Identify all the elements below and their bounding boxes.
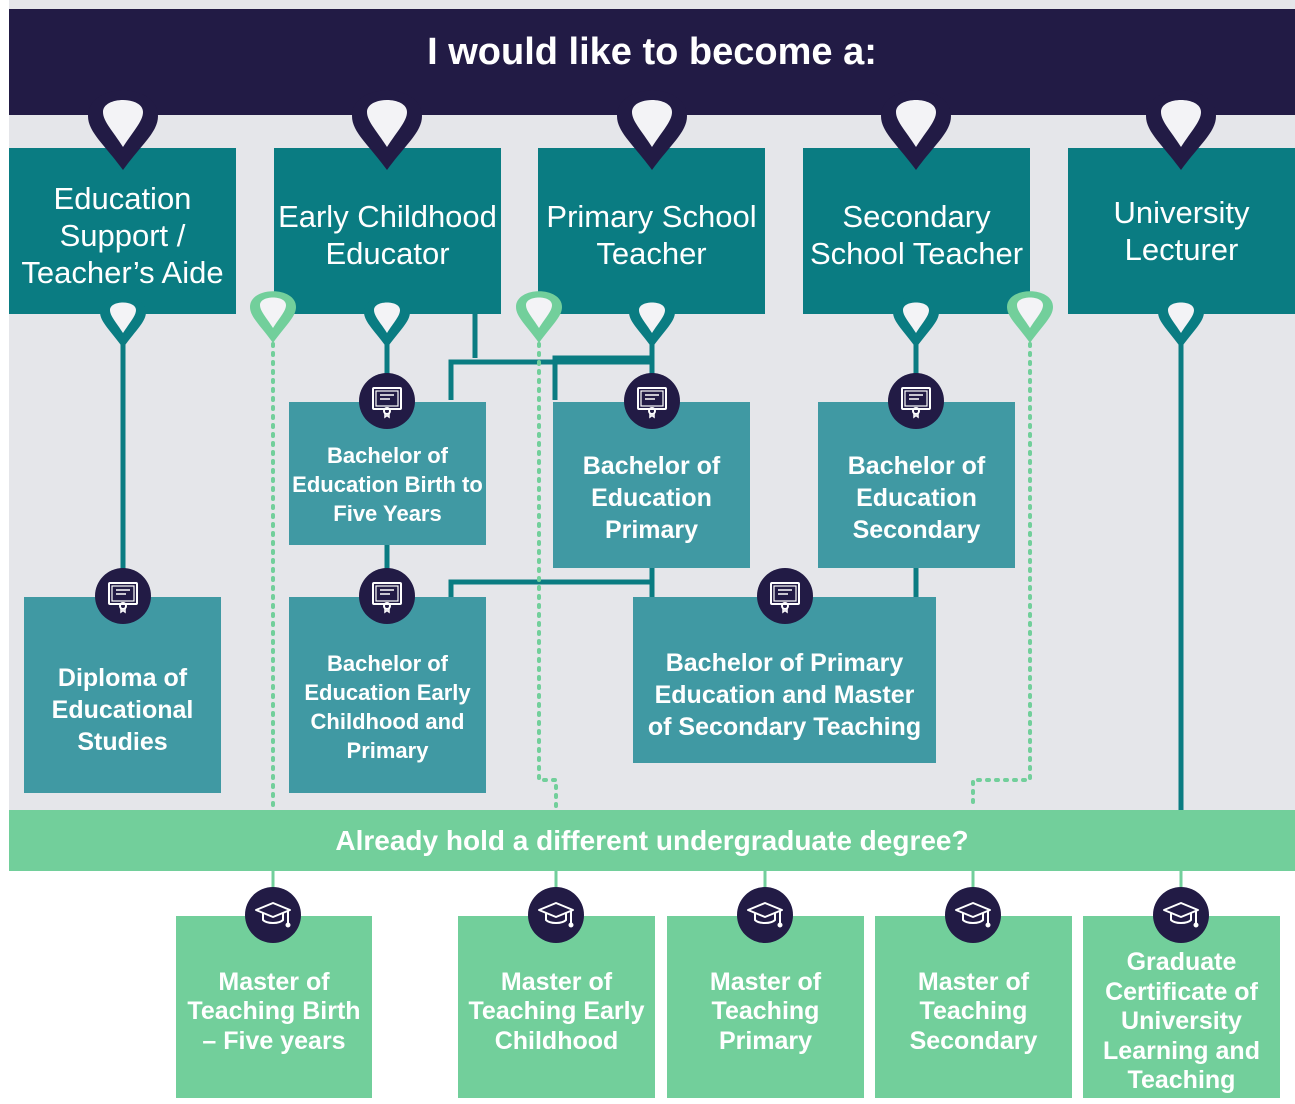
- certificate-icon: [888, 373, 944, 429]
- pin-icon-postgrad-birth5: [250, 291, 296, 343]
- pin-icon-career-2-out: [364, 296, 410, 348]
- pin-icon-career-5: [1146, 90, 1216, 170]
- career-secondary: Secondary School Teacher: [803, 148, 1030, 314]
- connector-branch-bottom: [448, 579, 652, 598]
- career-primary: Primary School Teacher: [538, 148, 765, 314]
- pin-icon-career-4-out: [893, 296, 939, 348]
- postgrad-grad-cert-university: Graduate Certificate of University Learn…: [1083, 916, 1280, 1098]
- graduation-cap-icon: [737, 887, 793, 943]
- degree-b-ed-ec-primary: Bachelor of Education Early Childhood an…: [289, 597, 486, 793]
- postgrad-m-teaching-birth-five: Master of Teaching Birth – Five years: [176, 916, 372, 1098]
- degree-b-primary-m-secondary: Bachelor of Primary Education and Master…: [633, 597, 936, 763]
- postgrad-m-teaching-primary: Master of Teaching Primary: [667, 916, 864, 1098]
- graduation-cap-icon: [245, 887, 301, 943]
- pin-icon-career-2: [352, 90, 422, 170]
- pin-icon-career-1: [88, 90, 158, 170]
- degree-b-ed-secondary: Bachelor of Education Secondary: [818, 402, 1015, 568]
- certificate-icon: [359, 568, 415, 624]
- pin-icon-career-3-out: [629, 296, 675, 348]
- certificate-icon: [359, 373, 415, 429]
- degree-diploma-educational-studies: Diploma of Educational Studies: [24, 597, 221, 793]
- certificate-icon: [757, 568, 813, 624]
- connector-branch-mid: [552, 355, 652, 400]
- postgrad-m-teaching-early-childhood: Master of Teaching Early Childhood: [458, 916, 655, 1098]
- dotted-path-ec: [537, 333, 558, 808]
- pin-icon-career-4: [881, 90, 951, 170]
- postgrad-prompt-bar: Already hold a different undergraduate d…: [9, 810, 1295, 871]
- graduation-cap-icon: [945, 887, 1001, 943]
- dotted-path-secondary: [971, 333, 1032, 808]
- certificate-icon: [624, 373, 680, 429]
- pin-icon-career-3: [617, 90, 687, 170]
- pin-icon-career-5-out: [1158, 296, 1204, 348]
- certificate-icon: [95, 568, 151, 624]
- career-early-childhood: Early Childhood Educator: [274, 148, 501, 314]
- graduation-cap-icon: [528, 887, 584, 943]
- career-university-lecturer: University Lecturer: [1068, 148, 1295, 314]
- degree-b-ed-primary: Bachelor of Education Primary: [553, 402, 750, 568]
- pin-icon-postgrad-secondary: [1007, 291, 1053, 343]
- graduation-cap-icon: [1153, 887, 1209, 943]
- connector-branch-top: [448, 359, 652, 400]
- pin-icon-postgrad-ec: [516, 291, 562, 343]
- career-education-support: Education Support / Teacher’s Aide: [9, 148, 236, 314]
- postgrad-m-teaching-secondary: Master of Teaching Secondary: [875, 916, 1072, 1098]
- pin-icon-career-1-out: [100, 296, 146, 348]
